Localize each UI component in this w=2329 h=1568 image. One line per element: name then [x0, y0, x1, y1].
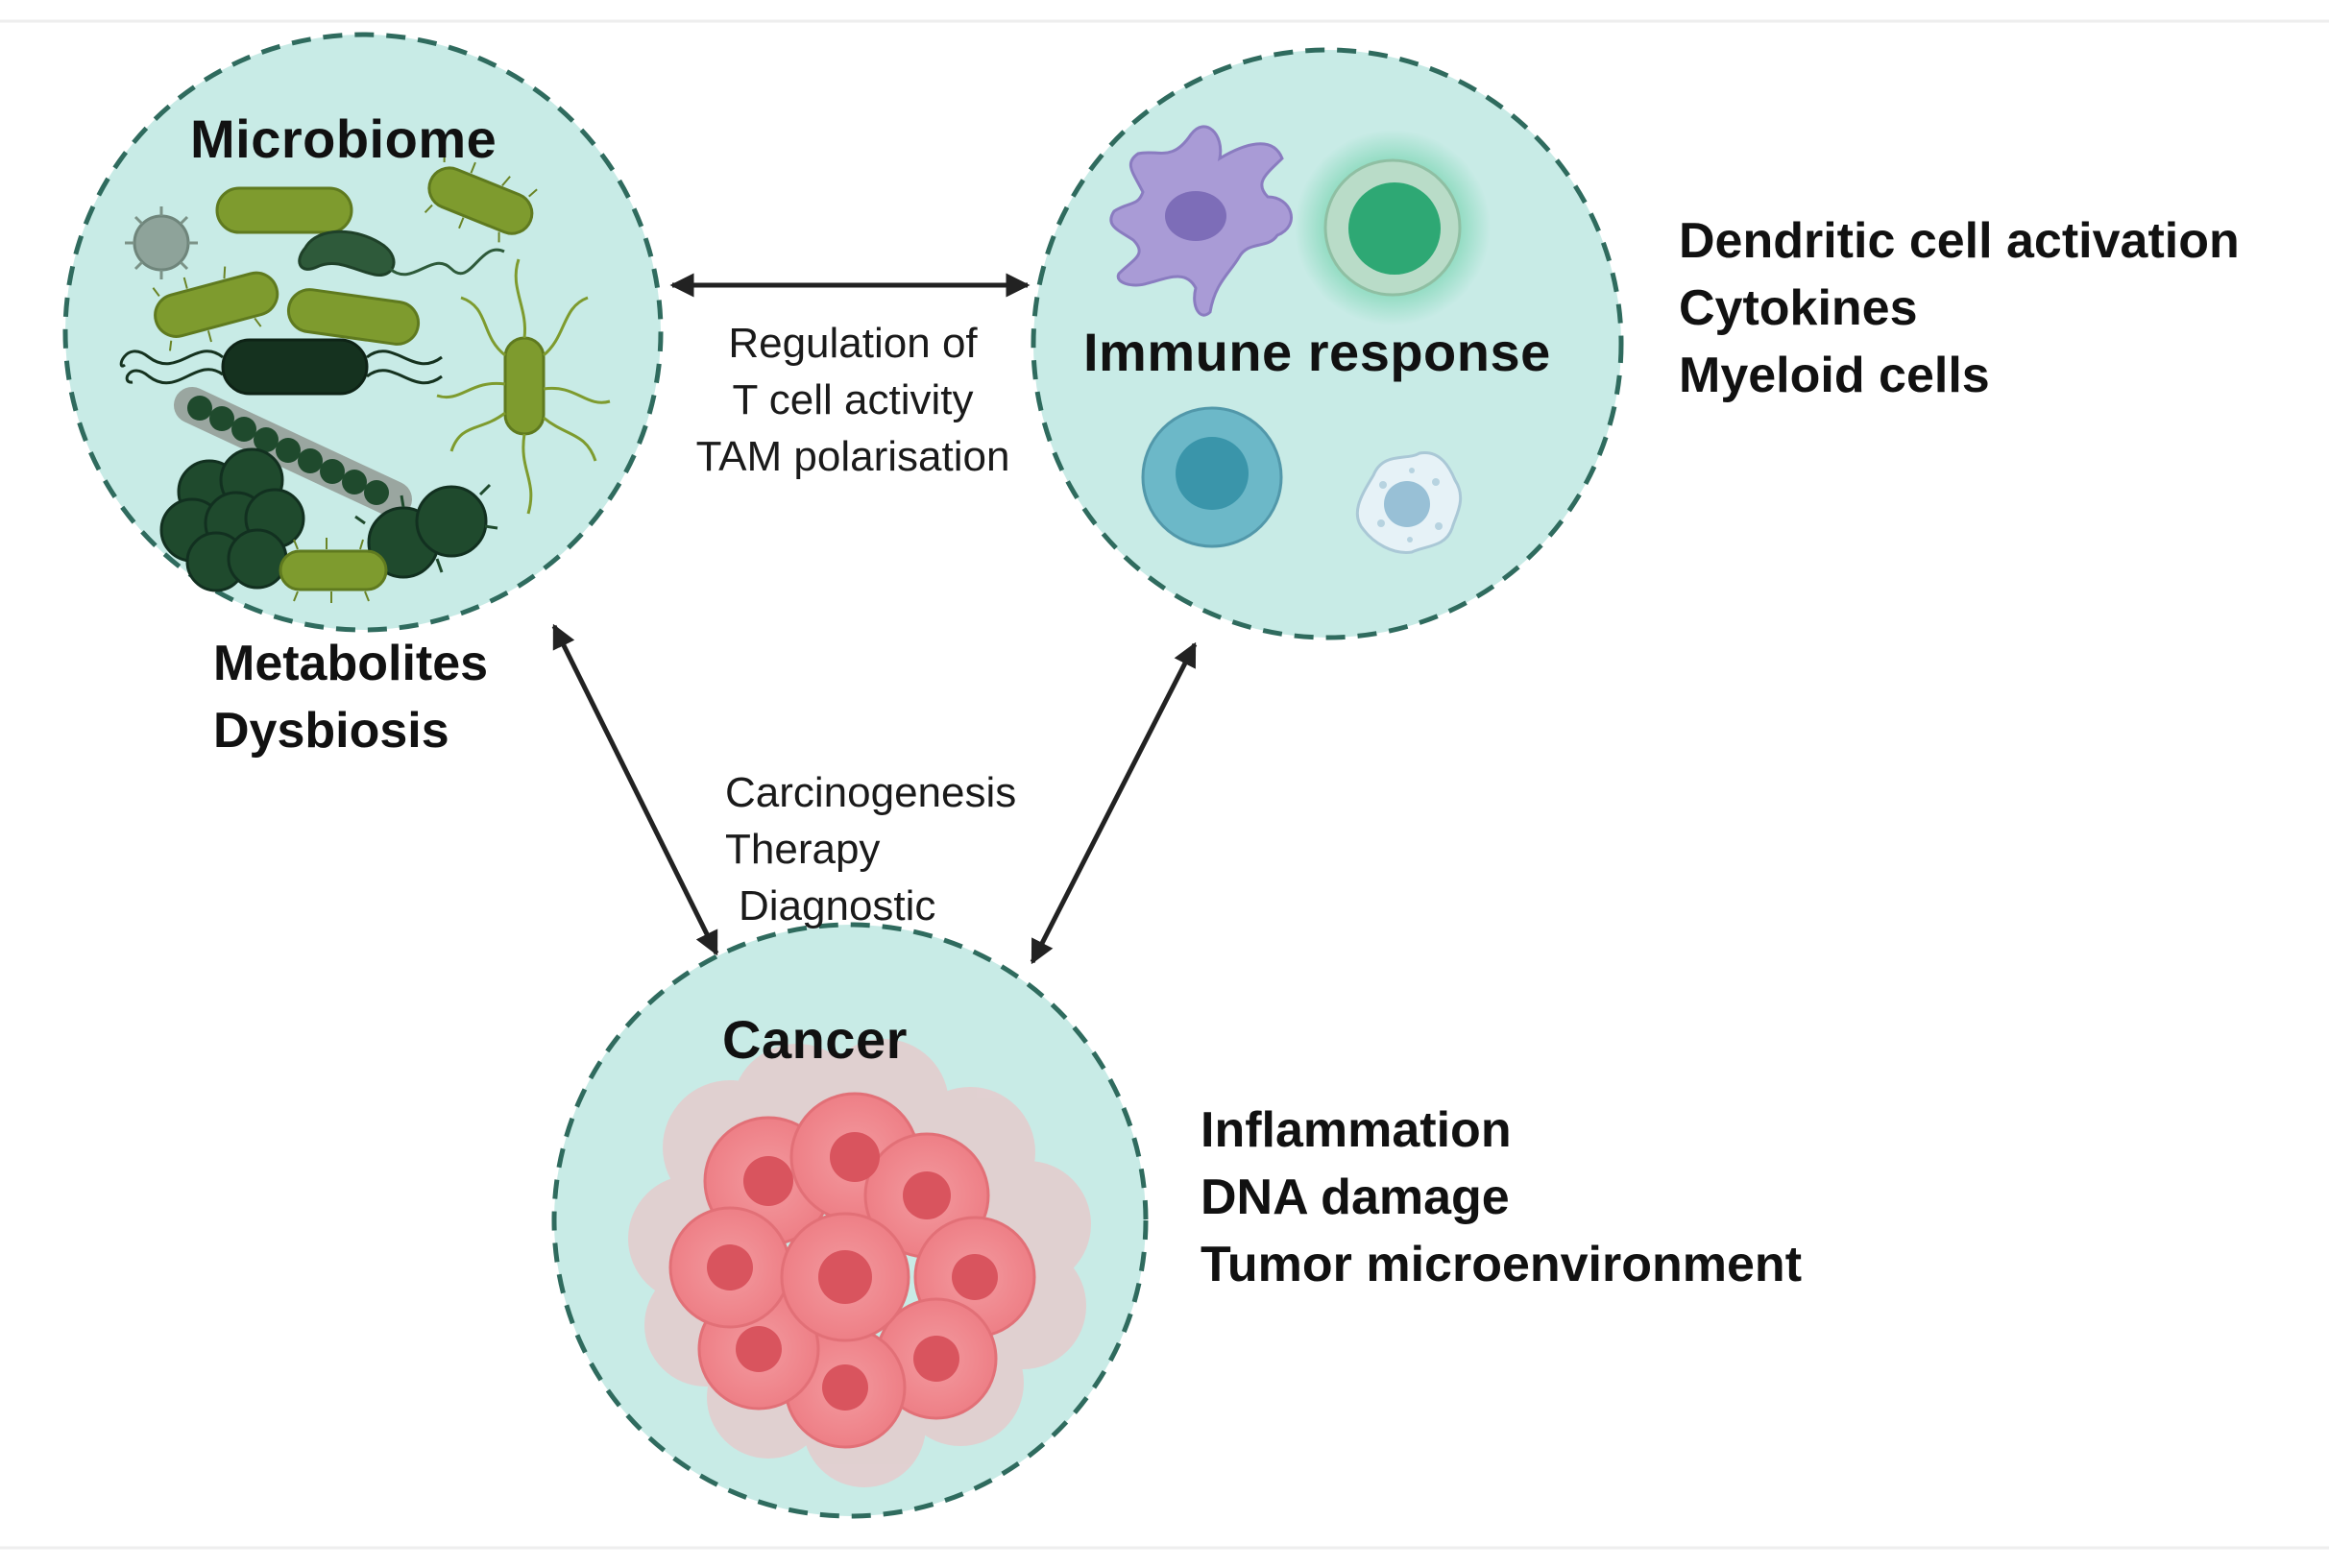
link-label-line: Carcinogenesis — [725, 769, 1017, 816]
rod-bacterium-icon — [424, 152, 538, 243]
link-label-line: Therapy — [725, 826, 881, 873]
rod-bacterium-icon — [279, 538, 388, 603]
streptococcus-chain-icon — [174, 387, 412, 518]
microbiome-notes: Metabolites Dysbiosis — [213, 630, 488, 764]
granulocyte-icon — [1355, 451, 1463, 554]
note-dysbiosis: Dysbiosis — [213, 703, 449, 759]
virus-icon — [125, 206, 198, 279]
note-tumor-microenvironment: Tumor microenvironment — [1201, 1237, 1803, 1292]
lymphocyte-icon — [1295, 130, 1491, 326]
link-label-line: Diagnostic — [739, 882, 936, 929]
dendritic-cell-icon — [1109, 125, 1293, 317]
diplococcus-icon — [354, 483, 498, 588]
staphylococcus-cluster-icon — [159, 447, 305, 592]
link-label-line: Regulation of — [728, 320, 978, 367]
rod-bacterium-icon — [152, 266, 279, 351]
note-cytokines: Cytokines — [1679, 280, 1918, 336]
immune-cells-illustration — [1109, 125, 1491, 554]
immune-notes: Dendritic cell activation Cytokines Myel… — [1679, 207, 2240, 409]
cancer-notes: Inflammation DNA damage Tumor microenvir… — [1201, 1097, 1802, 1298]
microbiome-immune-link-label: Regulation of T cell activity TAM polari… — [680, 315, 1026, 485]
note-myeloid-cells: Myeloid cells — [1679, 348, 1990, 403]
note-inflammation: Inflammation — [1201, 1102, 1512, 1158]
note-metabolites: Metabolites — [213, 636, 489, 691]
cancer-title: Cancer — [722, 1009, 908, 1070]
rod-bacterium-icon — [215, 186, 353, 234]
monocyte-icon — [1141, 406, 1283, 548]
link-label-line: TAM polarisation — [695, 433, 1010, 480]
note-dna-damage: DNA damage — [1201, 1170, 1510, 1225]
rod-bacterium-icon — [286, 288, 421, 346]
bacteria-illustration — [119, 152, 611, 603]
immune-response-title: Immune response — [1083, 322, 1551, 382]
tumor-illustration — [628, 1039, 1091, 1487]
peritrichous-bacterium-icon — [436, 258, 611, 515]
microbiome-title: Microbiome — [190, 109, 497, 169]
vibrio-bacterium-icon — [298, 229, 396, 277]
note-dendritic-cell-activation: Dendritic cell activation — [1679, 213, 2240, 269]
arrow-immune-cancer — [1030, 641, 1198, 965]
flagellated-bacterium-icon — [119, 338, 443, 396]
cancer-link-label: Carcinogenesis Therapy Diagnostic — [725, 764, 1016, 934]
link-label-line: T cell activity — [732, 376, 974, 423]
arrow-microbiome-cancer — [551, 623, 719, 956]
